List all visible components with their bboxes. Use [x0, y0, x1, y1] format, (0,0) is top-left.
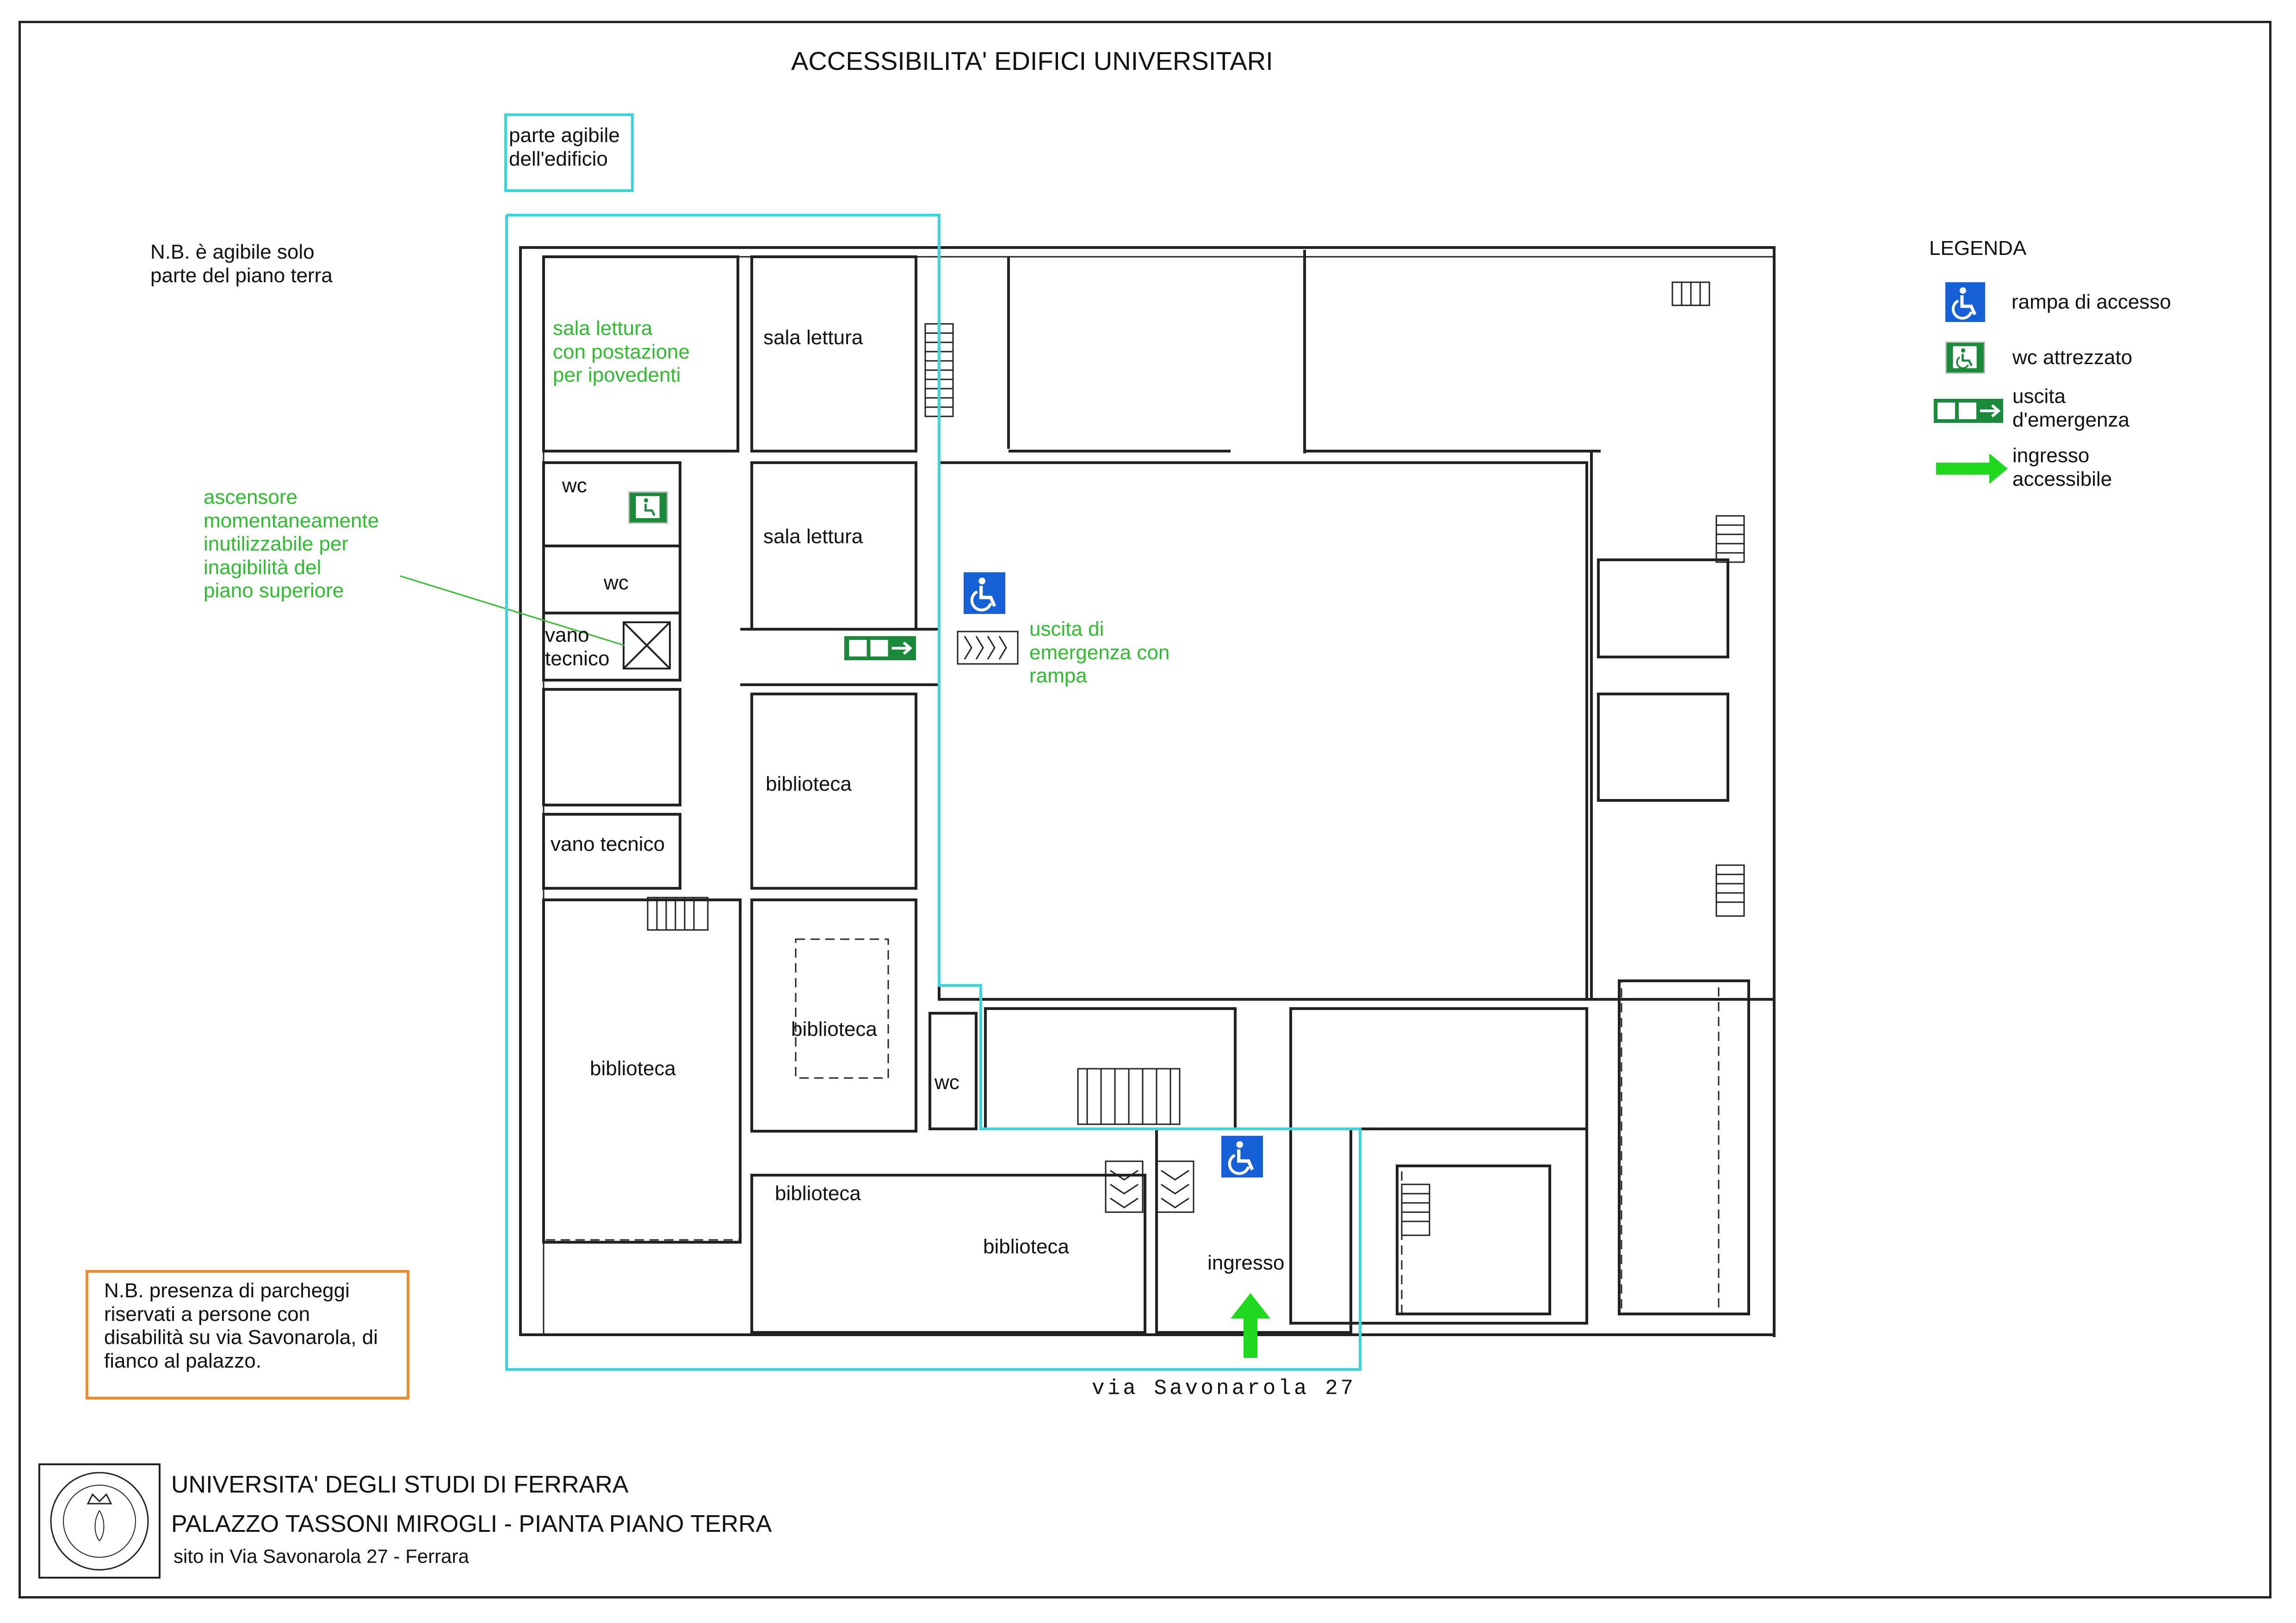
room-wc-1: wc [562, 474, 587, 497]
room-wc-2: wc [604, 571, 629, 594]
wheelchair-ramp-icon [964, 572, 1005, 614]
agibile-legend-box [504, 113, 634, 192]
legend-arrow [1936, 453, 2008, 484]
agibile-label: parte agibile dell'edificio [509, 124, 620, 170]
room-sala-lettura-2: sala lettura [763, 525, 863, 548]
wc-equipped-icon [628, 491, 668, 524]
room-biblioteca-3: biblioteca [590, 1057, 676, 1080]
room-sala-lettura-1: sala lettura [763, 326, 863, 349]
emergency-exit-icon [844, 636, 916, 660]
page-frame [19, 21, 2271, 1598]
legend-heading: LEGENDA [1929, 237, 2027, 260]
room-wc-3: wc [934, 1071, 959, 1094]
room-ingresso: ingresso [1207, 1251, 1285, 1274]
wheelchair-ramp-icon [1221, 1136, 1263, 1177]
room-biblioteca-1: biblioteca [766, 773, 852, 795]
wheelchair-ramp-icon [1945, 282, 1985, 322]
emergency-exit-note: uscita di emergenza con rampa [1029, 618, 1170, 688]
elevator-note: ascensore momentaneamente inutilizzabile… [204, 486, 379, 602]
street-label: via Savonarola 27 [1092, 1376, 1356, 1400]
plan-dashed-areas [546, 938, 1720, 1315]
emergency-exit-icon [1934, 399, 2003, 423]
room-biblioteca-2: biblioteca [791, 1018, 877, 1041]
elevator-shaft [623, 621, 671, 669]
room-sala-lettura-ipovedenti: sala lettura con postazione per ipoveden… [553, 317, 690, 387]
room-vano-tecnico-2: vano tecnico [551, 833, 665, 855]
wc-equipped-icon [1945, 341, 1985, 374]
legend-entrance-label: ingresso accessibile [2012, 444, 2112, 490]
page-title: ACCESSIBILITA' EDIFICI UNIVERSITARI [791, 46, 1273, 75]
entrance-arrow [1231, 1293, 1270, 1358]
legend-wc-label: wc attrezzato [2012, 346, 2133, 369]
parking-note: N.B. presenza di parcheggi riservati a p… [104, 1279, 378, 1372]
university-logo [38, 1463, 161, 1579]
room-biblioteca-4: biblioteca [775, 1182, 861, 1205]
room-vano-tecnico-1: vano tecnico [545, 624, 610, 670]
footer-university: UNIVERSITA' DEGLI STUDI DI FERRARA [171, 1471, 629, 1498]
room-biblioteca-5: biblioteca [983, 1235, 1069, 1258]
footer-building: PALAZZO TASSONI MIROGLI - PIANTA PIANO T… [171, 1511, 772, 1537]
legend-ramp-label: rampa di accesso [2011, 291, 2171, 313]
parking-note-box [86, 1270, 409, 1400]
accessible-area-outline [505, 214, 1362, 1371]
plan-walls [519, 246, 1776, 1337]
footer-address: sito in Via Savonarola 27 - Ferrara [173, 1545, 469, 1567]
legend-exit-label: uscita d'emergenza [2012, 385, 2129, 431]
plan-stairs [647, 281, 1745, 1236]
nb-partial-note: N.B. è agibile solo parte del piano terr… [150, 241, 333, 287]
elevator-leader-line [400, 575, 625, 646]
